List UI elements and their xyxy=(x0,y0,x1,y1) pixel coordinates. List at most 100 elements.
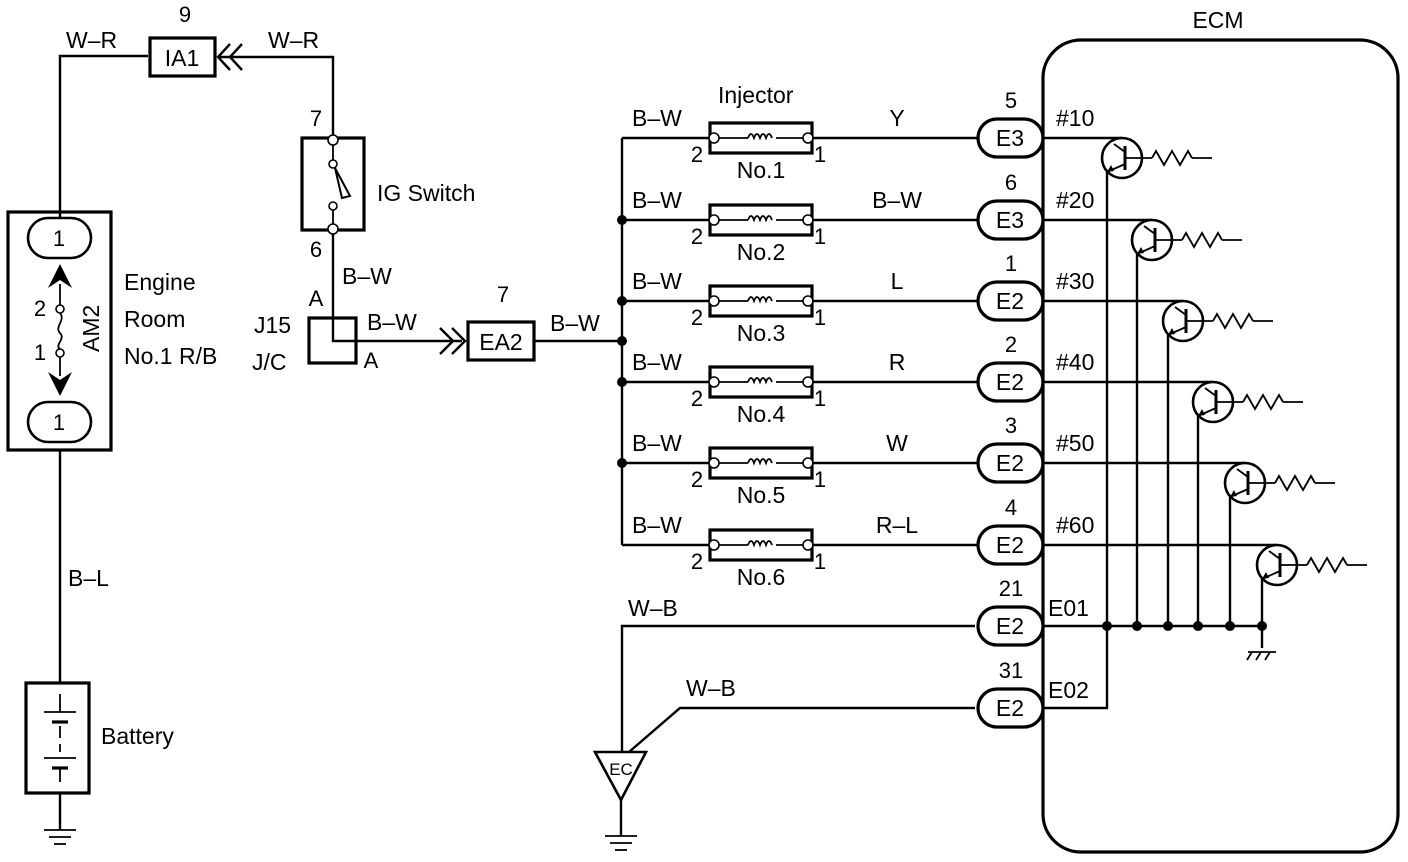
injector-right-pin: 1 xyxy=(814,224,826,249)
injector-right-pin: 1 xyxy=(814,386,826,411)
ecm-driver-transistor: #60 xyxy=(1043,512,1367,626)
ecm-pin-number: 4 xyxy=(1005,495,1017,520)
ecm-driver-transistor: #40 xyxy=(1043,349,1303,626)
ground-junction-dot xyxy=(1193,621,1203,631)
ecm-signal-label: #10 xyxy=(1056,105,1094,131)
ig-switch-contact xyxy=(334,167,352,200)
wire-label-w-r-left: W–R xyxy=(66,27,117,53)
ecm-pin-number: 2 xyxy=(1005,332,1017,357)
ig-switch-label: IG Switch xyxy=(377,180,475,206)
injector-name: No.5 xyxy=(737,482,786,508)
ground-junction-dot xyxy=(1225,621,1235,631)
ecm-connector-label: E2 xyxy=(996,532,1024,558)
injector-left-pin: 2 xyxy=(691,386,703,411)
ecm-ground-signal-label: E01 xyxy=(1048,595,1089,621)
ground-wire-label-e02: W–B xyxy=(686,675,736,701)
am2-fuse-lower-arrow xyxy=(48,372,72,396)
ecm-signal-label: #60 xyxy=(1056,512,1094,538)
am2-fuse-upper-arrow xyxy=(48,264,72,288)
relay-block-top-pin: 1 xyxy=(53,226,65,251)
injector-right-pin: 1 xyxy=(814,549,826,574)
jc-pin-top: A xyxy=(309,286,324,311)
injector-name: No.3 xyxy=(737,320,786,346)
injector-feed-wire-label: B–W xyxy=(632,187,682,213)
injector-coil xyxy=(747,458,773,466)
injector-signal-wire-label: B–W xyxy=(872,187,922,213)
relay-block-label-line1: Engine xyxy=(124,269,196,295)
ecm-connector-label: E2 xyxy=(996,450,1024,476)
injector-coil xyxy=(747,296,773,304)
ecm-driver-transistor: #30 xyxy=(1043,268,1273,626)
ecm-pin-number: 3 xyxy=(1005,413,1017,438)
ecm-connector-label: E2 xyxy=(996,369,1024,395)
ecm-pin-number: 1 xyxy=(1005,251,1017,276)
jc-pin-right: A xyxy=(364,348,379,373)
ecm-signal-label: #30 xyxy=(1056,268,1094,294)
wire-label-b-w-jc: B–W xyxy=(367,309,417,335)
wire-label-b-w-ea2: B–W xyxy=(550,310,600,336)
ig-switch-pin-7: 7 xyxy=(310,106,322,131)
injector-right-pin: 1 xyxy=(814,305,826,330)
ecm-signal-label: #20 xyxy=(1056,187,1094,213)
ecm-driver-transistor: #50 xyxy=(1043,430,1335,626)
relay-block-bottom-terminal xyxy=(26,400,93,444)
ia1-pin-number: 9 xyxy=(179,2,191,27)
injector-right-pin: 1 xyxy=(814,142,826,167)
ecm-ground-signal-label: E02 xyxy=(1048,677,1089,703)
injector-left-pin: 2 xyxy=(691,305,703,330)
injector-left-pin: 2 xyxy=(691,467,703,492)
am2-fuse-pin-2: 2 xyxy=(34,296,46,321)
ec-ground-point xyxy=(592,750,649,803)
ground-junction-dot xyxy=(1132,621,1142,631)
injector-signal-wire-label: Y xyxy=(889,105,904,131)
ea2-pin-number: 7 xyxy=(497,282,509,307)
injector-name: No.1 xyxy=(737,157,786,183)
ecm-driver-transistor: #20 xyxy=(1043,187,1242,626)
injector-feed-wire-label: B–W xyxy=(632,268,682,294)
ground-junction-dot xyxy=(1257,621,1267,631)
am2-fuse-element xyxy=(57,312,63,350)
ecm-connector-label: E3 xyxy=(996,207,1024,233)
injector-right-pin: 1 xyxy=(814,467,826,492)
ecm-connector-label: E3 xyxy=(996,125,1024,151)
injector-coil xyxy=(747,377,773,385)
injector-left-pin: 2 xyxy=(691,142,703,167)
ecm-ground-connector-label: E2 xyxy=(996,613,1024,639)
injector-coil xyxy=(747,215,773,223)
injector-name: No.4 xyxy=(737,401,786,427)
ia1-connector-label: IA1 xyxy=(165,45,200,71)
battery-label: Battery xyxy=(101,723,174,749)
injector-left-pin: 2 xyxy=(691,224,703,249)
jc-label-j15: J15 xyxy=(254,312,291,338)
wire-label-b-w-ig: B–W xyxy=(342,263,392,289)
injector-coil xyxy=(747,540,773,548)
am2-fuse-pin-1: 1 xyxy=(34,340,46,365)
ground-wire-label-e01: W–B xyxy=(628,595,678,621)
ea2-connector-label: EA2 xyxy=(479,329,522,355)
injector-feed-wire-label: B–W xyxy=(632,105,682,131)
relay-block-label-line3: No.1 R/B xyxy=(124,343,217,369)
injector-signal-wire-label: L xyxy=(891,268,904,294)
ecm-pin-number: 6 xyxy=(1005,170,1017,195)
ecm-signal-label: #50 xyxy=(1056,430,1094,456)
injector-left-pin: 2 xyxy=(691,549,703,574)
injector-coil xyxy=(747,133,773,141)
ground-junction-dot xyxy=(1102,621,1112,631)
battery-body xyxy=(24,681,91,795)
ecm-signal-label: #40 xyxy=(1056,349,1094,375)
ecm-driver-transistor: #10 xyxy=(1043,105,1212,626)
ground-junction-dot xyxy=(1163,621,1173,631)
injector-feed-wire-label: B–W xyxy=(632,349,682,375)
am2-fuse-label: AM2 xyxy=(78,305,104,352)
ecm-ground-pin-number: 21 xyxy=(999,576,1023,601)
ea2-connector xyxy=(466,320,536,362)
injector-feed-wire-label: B–W xyxy=(632,430,682,456)
